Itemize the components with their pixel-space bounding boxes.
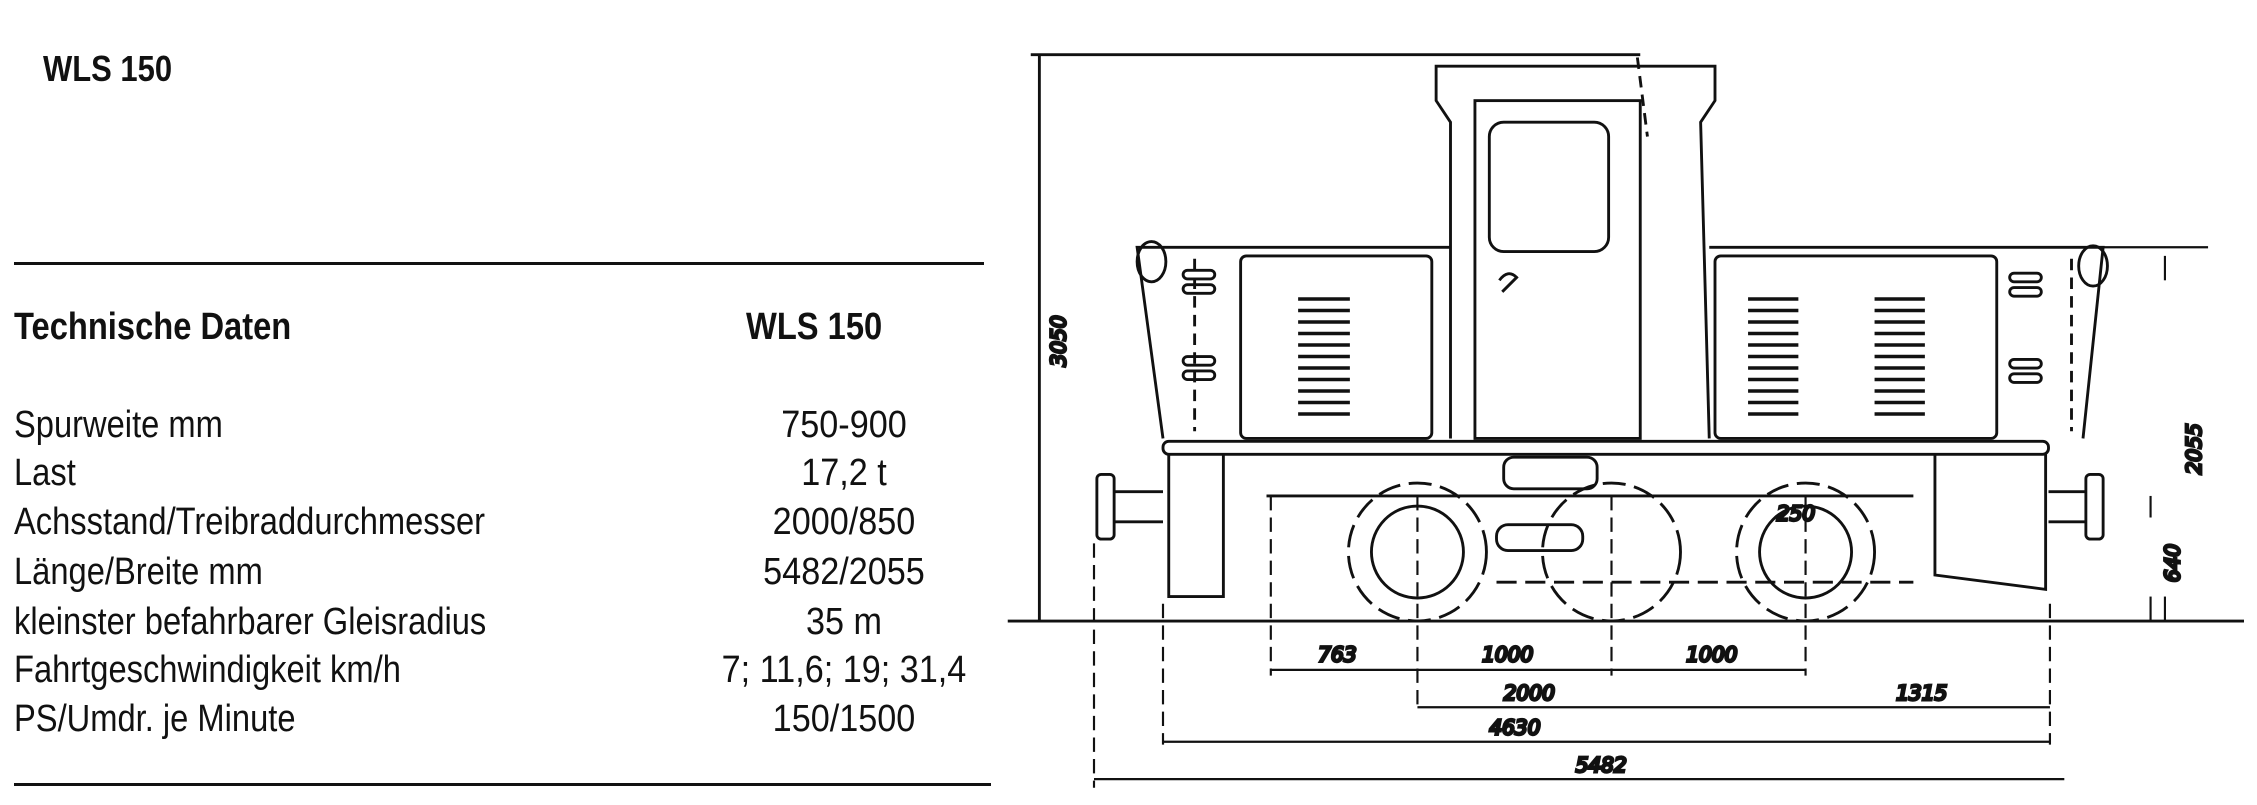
table-row: Achsstand/Treibraddurchmesser 2000/850 — [14, 501, 1004, 550]
table-header-value: WLS 150 — [746, 306, 883, 348]
dim-2055: 2055 — [2182, 423, 2206, 474]
left-hood — [1135, 240, 1451, 440]
height-dimension: 3050 — [1030, 53, 1641, 621]
row-value: 750-900 — [781, 404, 907, 446]
row-value: 35 m — [805, 601, 883, 643]
row-value: 150/1500 — [772, 698, 916, 740]
cab — [1434, 57, 1717, 440]
document-title: WLS 150 — [43, 48, 173, 89]
table-header-label: Technische Daten — [14, 306, 292, 348]
row-value: 17,2 t — [801, 452, 887, 494]
dim-2000: 2000 — [1504, 681, 1555, 705]
underframe — [1095, 439, 2105, 598]
table-row: Spurweite mm 750-900 — [14, 404, 1004, 453]
row-label: Last — [14, 452, 76, 494]
length-dimensions — [1094, 668, 2065, 781]
row-value: 5482/2055 — [763, 551, 925, 593]
bottom-rule — [14, 783, 991, 786]
dim-1000-a: 1000 — [1482, 642, 1533, 666]
top-rule — [14, 262, 984, 265]
row-value: 2000/850 — [772, 501, 916, 543]
row-label: Achsstand/Treibraddurchmesser — [14, 501, 486, 543]
row-value: 7; 11,6; 19; 31,4 — [721, 649, 967, 691]
dim-5482: 5482 — [1576, 753, 1627, 777]
row-label: PS/Umdr. je Minute — [14, 698, 296, 740]
row-label: Fahrtgeschwindigkeit km/h — [14, 649, 401, 691]
cab-door — [1473, 99, 1642, 440]
dim-640: 640 — [2160, 544, 2184, 582]
table-row: Last 17,2 t — [14, 452, 1004, 501]
dim-763: 763 — [1318, 642, 1356, 666]
dim-1315: 1315 — [1896, 681, 1947, 705]
table-row: PS/Umdr. je Minute 150/1500 — [14, 698, 1004, 747]
centre-lines — [1092, 495, 2052, 788]
width-dimension — [2071, 246, 2209, 621]
dim-1000-b: 1000 — [1686, 642, 1737, 666]
louvre — [1874, 297, 1925, 416]
right-buffer — [2084, 472, 2105, 541]
left-buffer — [1095, 472, 1116, 541]
right-hood — [1709, 244, 2109, 440]
dim-3050: 3050 — [1046, 315, 1070, 366]
louvre — [1748, 297, 1799, 416]
row-label: Spurweite mm — [14, 404, 223, 446]
table-row: Fahrtgeschwindigkeit km/h 7; 11,6; 19; 31… — [14, 649, 1004, 698]
dim-250: 250 — [1777, 501, 1815, 525]
louvre — [1298, 297, 1350, 416]
row-label: Länge/Breite mm — [14, 551, 263, 593]
row-label: kleinster befahrbarer Gleisradius — [14, 601, 487, 643]
table-row: kleinster befahrbarer Gleisradius 35 m — [14, 601, 1004, 650]
table-row: Länge/Breite mm 5482/2055 — [14, 551, 1004, 600]
dim-4630: 4630 — [1489, 716, 1540, 740]
cab-window — [1487, 120, 1611, 253]
